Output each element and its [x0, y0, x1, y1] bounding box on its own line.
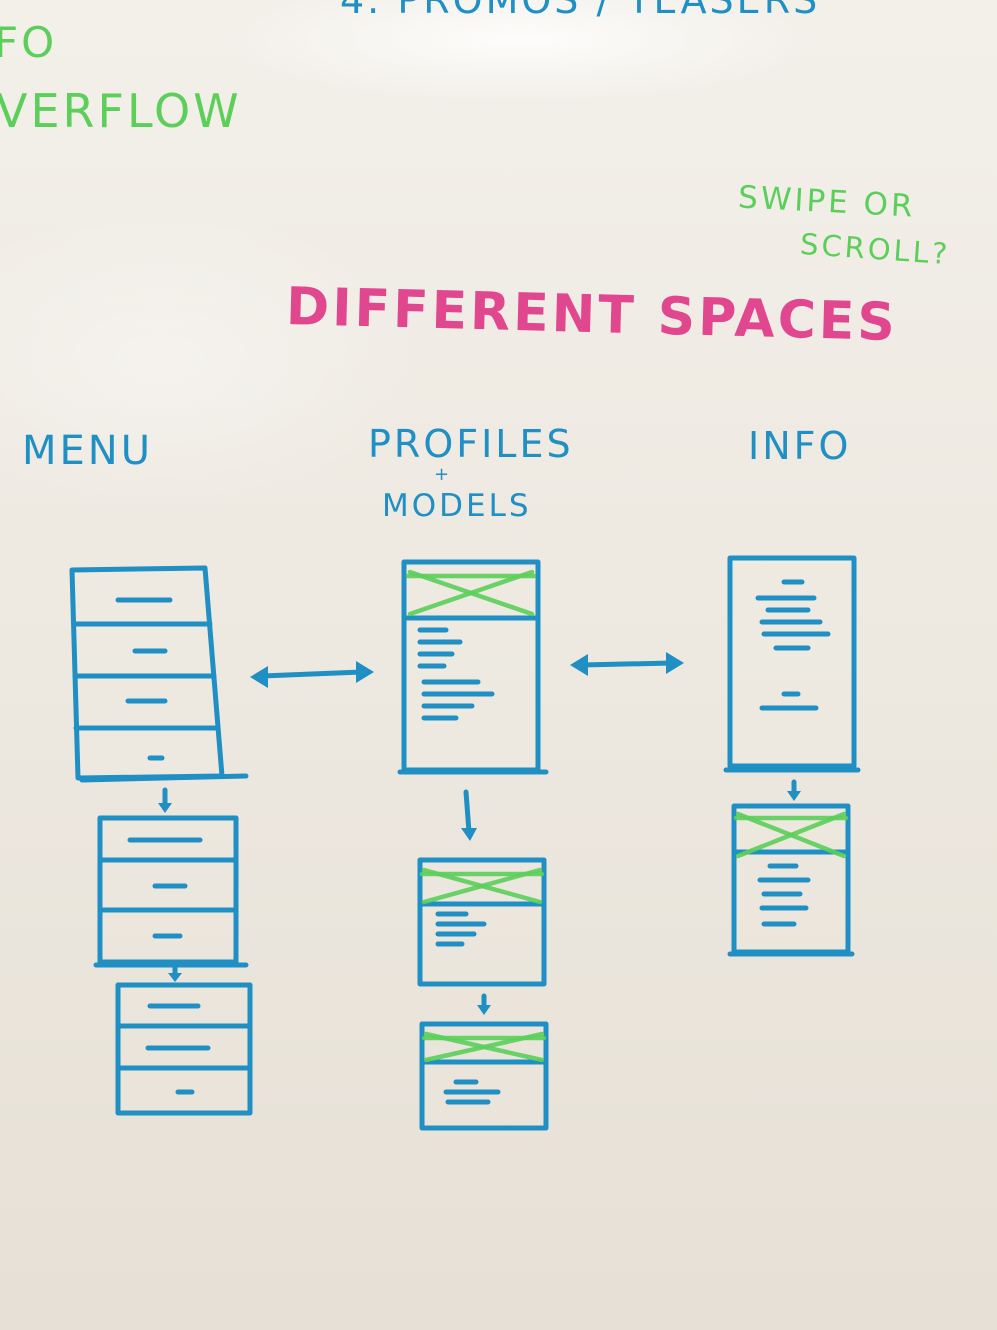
info-screen-1 — [723, 555, 861, 773]
image-placeholder-x-icon — [421, 1031, 547, 1063]
double-arrow-icon — [250, 661, 374, 688]
fo-text: FO — [0, 18, 58, 67]
image-placeholder-x-icon — [733, 811, 849, 859]
promos-teasers-text: 4. PROMOS / TEASERS — [340, 0, 821, 22]
models-label: MODELS — [382, 488, 532, 524]
profile-screen-2 — [417, 857, 547, 987]
image-placeholder-x-icon — [405, 569, 537, 617]
plus-sign: + — [434, 464, 453, 485]
menu-label: MENU — [22, 428, 153, 474]
info-screen-1-frame — [727, 555, 857, 769]
down-arrow-icon — [477, 993, 491, 1015]
menu-screen-1 — [69, 565, 249, 783]
info-label: INFO — [748, 424, 852, 468]
down-arrow-icon — [787, 779, 801, 801]
overflow-text: VERFLOW — [0, 84, 242, 138]
profiles-label: PROFILES — [368, 422, 574, 466]
profile-screen-3-frame — [419, 1021, 549, 1131]
image-placeholder-x-icon — [419, 867, 545, 905]
menu-screen-1-base — [79, 773, 249, 783]
double-arrow-icon — [570, 652, 684, 676]
menu-screen-3 — [115, 982, 253, 1116]
down-arrow-icon — [461, 789, 477, 841]
profile-screen-3 — [419, 1021, 549, 1131]
down-arrow-icon — [158, 787, 172, 813]
profile-screen-1 — [397, 559, 549, 775]
info-screen-2 — [727, 803, 855, 957]
menu-screen-2 — [93, 815, 249, 968]
down-arrow-icon — [168, 965, 182, 982]
